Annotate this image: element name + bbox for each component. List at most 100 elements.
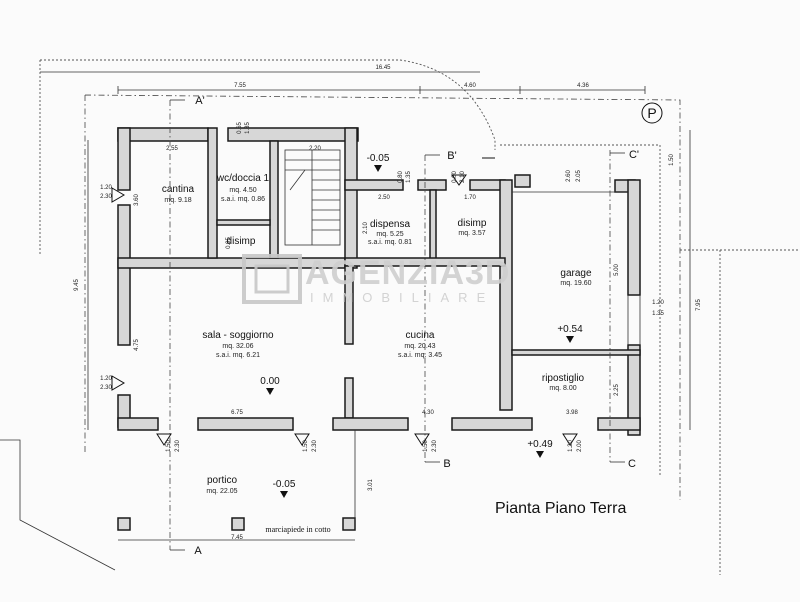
room-garage-name: garage	[560, 268, 592, 279]
opening-1-50-a: 1.50	[166, 440, 172, 452]
section-b: B	[443, 458, 450, 470]
room-portico-name: portico	[207, 475, 237, 486]
section-a-prime: A'	[195, 95, 204, 107]
level-portico: -0.05	[273, 479, 296, 490]
dim-6-75: 6.75	[231, 410, 243, 416]
opening-1-20-d: 1.20	[568, 440, 574, 452]
watermark-sub: IMMOBILIARE	[310, 290, 494, 305]
dim-4-30: 4.30	[422, 410, 434, 416]
dim-3-98: 3.98	[566, 410, 578, 416]
agency-watermark: AGENZIA3D IMMOBILIARE	[242, 254, 510, 305]
section-c: C	[628, 458, 636, 470]
entrance-path	[0, 439, 116, 571]
opening-1-20-b: 1.20	[100, 376, 112, 382]
section-a: A	[194, 545, 202, 557]
dim-2-10: 2.10	[363, 222, 369, 234]
room-sala-sai: s.a.i. mq. 6.21	[216, 352, 260, 359]
opening-2-30-c: 2.30	[175, 440, 181, 452]
opening-0-80-b: 0.80	[452, 171, 458, 183]
room-dispensa-name: dispensa	[370, 219, 410, 230]
room-ripostiglio-name: ripostiglio	[542, 373, 585, 384]
opening-2-30-a: 2.30	[100, 194, 112, 200]
opening-1-20-a: 1.20	[100, 185, 112, 191]
opening-0-80-a: 0.80	[398, 171, 404, 183]
dim-0-95: 0.95	[226, 237, 232, 249]
room-portico-area: mq. 22.05	[206, 488, 237, 495]
lot-boundary	[39, 59, 661, 475]
level-marker-icon	[280, 491, 288, 498]
room-disimp1-name: disimp	[227, 236, 256, 247]
room-wc-name: wc/doccia 1	[216, 173, 270, 184]
opening-1-35-a: 1.35	[245, 122, 251, 134]
opening-1-20-c: 1.20	[652, 300, 664, 306]
dim-1-70: 1.70	[464, 195, 476, 201]
room-dispensa-area: mq. 5.25	[376, 231, 403, 238]
top-dimension-lines	[40, 71, 646, 94]
dim-2-20: 2.20	[309, 146, 321, 152]
opening-1-35-b: 1.35	[406, 171, 412, 183]
opening-2-00: 2.00	[577, 440, 583, 452]
opening-2-30-d: 2.30	[312, 440, 318, 452]
section-c-prime: C'	[629, 149, 639, 161]
level-marker-icon	[536, 451, 544, 458]
property-line	[84, 94, 681, 500]
section-b-prime: B'	[447, 150, 456, 162]
room-cantina-area: mq. 9.18	[164, 197, 191, 204]
staircase	[284, 149, 341, 246]
dim-4-75: 4.75	[134, 339, 140, 351]
room-wc-sai: s.a.i. mq. 0.86	[221, 196, 265, 203]
entrance-arrows	[111, 157, 578, 446]
room-disimp2-area: mq. 3.57	[458, 230, 485, 237]
portico-area	[117, 430, 356, 541]
dim-1-50-right: 1.50	[669, 154, 675, 166]
dim-2-60: 2.60	[566, 170, 572, 182]
dim-4-36: 4.36	[577, 83, 589, 89]
room-cucina-sai: s.a.i. mq. 3.45	[398, 352, 442, 359]
level-dispensa: -0.05	[367, 153, 390, 164]
dim-2-25: 2.25	[614, 384, 620, 396]
level-marker-icon	[566, 336, 574, 343]
room-cantina-name: cantina	[162, 184, 195, 195]
dim-4-60: 4.60	[464, 83, 476, 89]
level-garage: +0.54	[557, 324, 583, 335]
room-disimp2-name: disimp	[458, 218, 487, 229]
plan-title: Pianta Piano Terra	[495, 500, 626, 517]
dim-7-95: 7.95	[696, 299, 702, 311]
opening-1-35-c: 1.35	[652, 311, 664, 317]
parking-symbol: P	[647, 105, 656, 121]
dim-7-45: 7.45	[231, 535, 243, 541]
room-dispensa-sai: s.a.i. mq. 0.81	[368, 239, 412, 246]
opening-1-50-c: 1.50	[423, 440, 429, 452]
dim-2-05: 2.05	[576, 170, 582, 182]
dim-2-50: 2.50	[378, 195, 390, 201]
dim-2-55: 2.55	[166, 146, 178, 152]
opening-2-30-b: 2.30	[100, 385, 112, 391]
level-marker-icon	[374, 165, 382, 172]
room-garage-area: mq. 19.60	[560, 280, 591, 287]
parking-icon	[641, 102, 663, 124]
opening-2-30-e: 2.30	[432, 440, 438, 452]
footpath-label: marciapiede in cotto	[265, 525, 330, 534]
room-sala-name: sala - soggiorno	[202, 330, 274, 341]
opening-2-10: 2.10	[460, 171, 466, 183]
level-exterior: +0.49	[527, 439, 553, 450]
dim-3-60: 3.60	[134, 194, 140, 206]
watermark-brand: AGENZIA3D	[305, 254, 510, 292]
side-path	[680, 249, 800, 575]
dim-7-55: 7.55	[234, 83, 246, 89]
dim-9-45: 9.45	[74, 279, 80, 291]
walls	[117, 127, 641, 436]
opening-1-50-b: 1.50	[303, 440, 309, 452]
dim-3-01: 3.01	[368, 479, 374, 491]
room-cucina-area: mq. 20.43	[404, 343, 435, 350]
room-sala-area: mq. 32.06	[222, 343, 253, 350]
dim-16-45: 16.45	[375, 65, 391, 71]
level-sala: 0.00	[260, 376, 280, 387]
level-marker-icon	[266, 388, 274, 395]
room-ripostiglio-area: mq. 8.00	[549, 385, 576, 392]
opening-0-65: 0.65	[237, 122, 243, 134]
room-wc-area: mq. 4.50	[229, 187, 256, 194]
